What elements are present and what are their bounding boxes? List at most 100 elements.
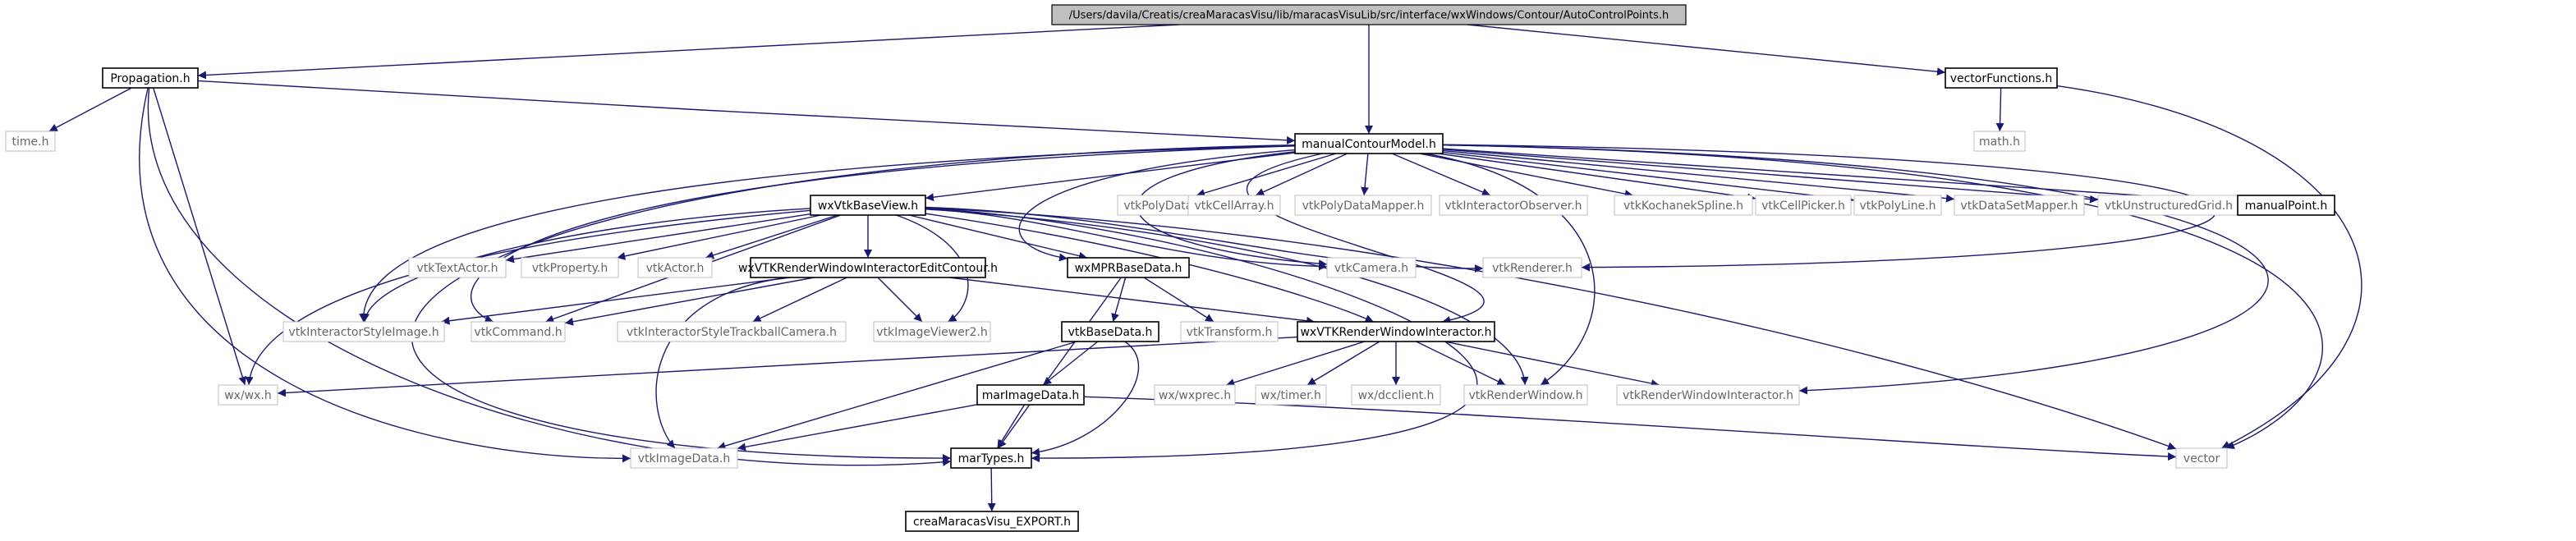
node-wxvtkrenderwindowinteractor[interactable]: wxVTKRenderWindowInteractor.h: [1297, 321, 1495, 342]
node-box-wxmprbasedata: [1067, 257, 1190, 278]
node-wxvtkbaseview[interactable]: wxVtkBaseView.h: [810, 195, 926, 216]
node-label-vectorfunctions: vectorFunctions.h: [1950, 72, 2053, 85]
edge-root-to-propagation: [197, 24, 1179, 80]
node-label-vtkcellarray: vtkCellArray.h: [1194, 199, 1274, 213]
node-label-vtkinteractorobserver: vtkInteractorObserver.h: [1444, 199, 1582, 213]
node-box-wxvtkrenderwindowinteractoreditcontour: [750, 257, 986, 278]
node-vectorfunctions[interactable]: vectorFunctions.h: [1945, 67, 2058, 89]
edge-wxvtkrenderwindowinteractoreditcontour-to-vtkinteractorstyleimage: [441, 277, 791, 325]
edge-manualcontourmodel-to-martypes: [411, 144, 1296, 463]
node-marimagedata[interactable]: marImageData.h: [976, 384, 1085, 406]
node-wxwx: wx/wx.h: [218, 384, 278, 406]
node-wxwxprec: wx/wxprec.h: [1154, 384, 1236, 406]
node-box-vtkinteractorstyletrackballcamera: [617, 321, 847, 342]
node-wxvtkrenderwindowinteractoreditcontour[interactable]: wxVTKRenderWindowInteractorEditContour.h: [738, 257, 998, 278]
edge-manualcontourmodel-to-manualpoint: [1442, 148, 2239, 206]
edge-wxvtkbaseview-to-vtkrenderwindow: [925, 209, 1529, 386]
node-label-creamaracasvisu_export: creaMaracasVisu_EXPORT.h: [913, 516, 1071, 529]
edge-wxvtkrenderwindowinteractoreditcontour-to-wxvtkrenderwindowinteractor: [948, 277, 1316, 325]
node-box-wxvtkbaseview: [810, 195, 926, 216]
edge-manualcontourmodel-to-vector: [1442, 144, 2323, 449]
node-vtkinteractorobserver: vtkInteractorObserver.h: [1439, 195, 1588, 216]
edge-wxvtkbaseview-to-wxmprbasedata: [908, 214, 1088, 260]
node-box-vtkrenderer: [1482, 257, 1582, 278]
node-label-vtktextactor: vtkTextActor.h: [416, 262, 498, 275]
node-manualcontourmodel[interactable]: manualContourModel.h: [1294, 133, 1444, 154]
node-box-vtkactor: [637, 257, 713, 278]
node-label-vtkinteractorstyleimage: vtkInteractorStyleImage.h: [288, 326, 439, 339]
edge-manualcontourmodel-to-wxvtkrenderwindowinteractor: [1246, 153, 1485, 324]
node-creamaracasvisu_export[interactable]: creaMaracasVisu_EXPORT.h: [905, 511, 1079, 532]
node-label-vtkunstructuredgrid: vtkUnstructuredGrid.h: [2105, 199, 2233, 213]
edge-wxvtkbaseview-to-vtkproperty: [617, 214, 821, 260]
node-vtkrenderer: vtkRenderer.h: [1482, 257, 1582, 278]
node-box-vtkpolydatamapper: [1294, 195, 1432, 216]
edge-propagation-to-manualcontourmodel: [197, 80, 1296, 144]
node-box-vector: [2175, 447, 2228, 469]
node-label-vtkactor: vtkActor.h: [646, 262, 705, 275]
node-vtkbasedata[interactable]: vtkBaseData.h: [1061, 321, 1159, 342]
edge-wxvtkbaseview-to-vtkcamera: [925, 208, 1328, 271]
node-wxmprbasedata[interactable]: wxMPRBaseData.h: [1067, 257, 1190, 278]
node-vtkcellarray: vtkCellArray.h: [1187, 195, 1281, 216]
node-manualpoint[interactable]: manualPoint.h: [2237, 195, 2335, 216]
node-vtkimageviewer2: vtkImageViewer2.h: [873, 321, 991, 342]
edge-wxmprbasedata-to-vtktransform: [1143, 277, 1215, 323]
node-box-vtkkochanekspline: [1614, 195, 1753, 216]
node-label-propagation: Propagation.h: [110, 72, 190, 85]
node-label-vtkrenderer: vtkRenderer.h: [1492, 262, 1573, 275]
node-box-martypes: [950, 447, 1032, 469]
node-box-vtkbasedata: [1061, 321, 1159, 342]
edge-manualcontourmodel-to-vtkinteractorobserver: [1391, 153, 1491, 196]
node-root[interactable]: /Users/davila/Creatis/creaMaracasVisu/li…: [1051, 4, 1687, 25]
edge-manualcontourmodel-to-vtkinteractorstyleimage: [359, 144, 1296, 323]
node-label-wxtimer: wx/timer.h: [1260, 389, 1321, 402]
node-label-vtkpolyline: vtkPolyLine.h: [1859, 199, 1935, 213]
edge-manualcontourmodel-to-wxmprbasedata: [1018, 149, 1296, 262]
node-box-vtkunstructuredgrid: [2097, 195, 2240, 216]
node-label-vtkinteractorstyletrackballcamera: vtkInteractorStyleTrackballCamera.h: [627, 326, 837, 339]
edge-wxvtkrenderwindowinteractor-to-vtkrenderwindow: [1416, 341, 1506, 386]
edge-manualcontourmodel-to-vtkdatasetmapper: [1442, 149, 1955, 203]
edge-manualcontourmodel-to-vtkkochanekspline: [1419, 153, 1633, 198]
edge-wxvtkrenderwindowinteractor-to-wxtimer: [1306, 341, 1380, 386]
edge-wxvtkrenderwindowinteractoreditcontour-to-vtkinteractorstyletrackballcamera: [752, 277, 847, 323]
node-vtkinteractorstyletrackballcamera: vtkInteractorStyleTrackballCamera.h: [617, 321, 847, 342]
node-box-time: [5, 131, 56, 152]
edge-manualcontourmodel-to-vtkpolydatamapper: [1361, 153, 1370, 196]
node-box-vtkcamera: [1326, 257, 1417, 278]
node-propagation[interactable]: Propagation.h: [102, 67, 199, 89]
node-label-vtkcommand: vtkCommand.h: [474, 326, 562, 339]
node-label-wxwx: wx/wx.h: [224, 389, 272, 402]
node-box-vtkinteractorobserver: [1439, 195, 1588, 216]
node-box-vtkrenderwindowinteractor: [1616, 384, 1800, 406]
node-vtkrenderwindowinteractor: vtkRenderWindowInteractor.h: [1616, 384, 1800, 406]
node-vtkcommand: vtkCommand.h: [471, 321, 566, 342]
node-label-manualcontourmodel: manualContourModel.h: [1302, 138, 1436, 151]
node-label-vtkpolydata: vtkPolyData.h: [1123, 199, 1203, 213]
edge-manualcontourmodel-to-vtkrenderwindowinteractor: [1442, 144, 2269, 395]
edge-marimagedata-to-vtkimagedata: [737, 404, 978, 452]
edge-manualcontourmodel-to-vtkpolyline: [1442, 151, 1855, 204]
node-box-vectorfunctions: [1945, 67, 2058, 89]
node-label-math: math.h: [1979, 135, 2020, 149]
node-label-manualpoint: manualPoint.h: [2245, 199, 2328, 213]
node-label-wxvtkrenderwindowinteractoreditcontour: wxVTKRenderWindowInteractorEditContour.h: [738, 262, 998, 275]
node-label-vtkrenderwindowinteractor: vtkRenderWindowInteractor.h: [1623, 389, 1793, 402]
node-box-wxdcclient: [1351, 384, 1441, 406]
node-box-vtkcellarray: [1187, 195, 1281, 216]
node-box-marimagedata: [976, 384, 1085, 406]
node-martypes[interactable]: marTypes.h: [950, 447, 1032, 469]
node-label-vtkrenderwindow: vtkRenderWindow.h: [1469, 389, 1583, 402]
node-vtkrenderwindow: vtkRenderWindow.h: [1463, 384, 1588, 406]
edge-propagation-to-wxwx: [153, 87, 247, 386]
node-label-marimagedata: marImageData.h: [982, 389, 1080, 402]
node-box-vtkcommand: [471, 321, 566, 342]
node-wxdcclient: wx/dcclient.h: [1351, 384, 1441, 406]
node-label-vtkkochanekspline: vtkKochanekSpline.h: [1623, 199, 1743, 213]
node-vtkinteractorstyleimage: vtkInteractorStyleImage.h: [282, 321, 445, 342]
node-label-vtktransform: vtkTransform.h: [1187, 326, 1273, 339]
node-label-wxwxprec: wx/wxprec.h: [1159, 389, 1231, 402]
node-box-vtkimagedata: [630, 447, 738, 469]
